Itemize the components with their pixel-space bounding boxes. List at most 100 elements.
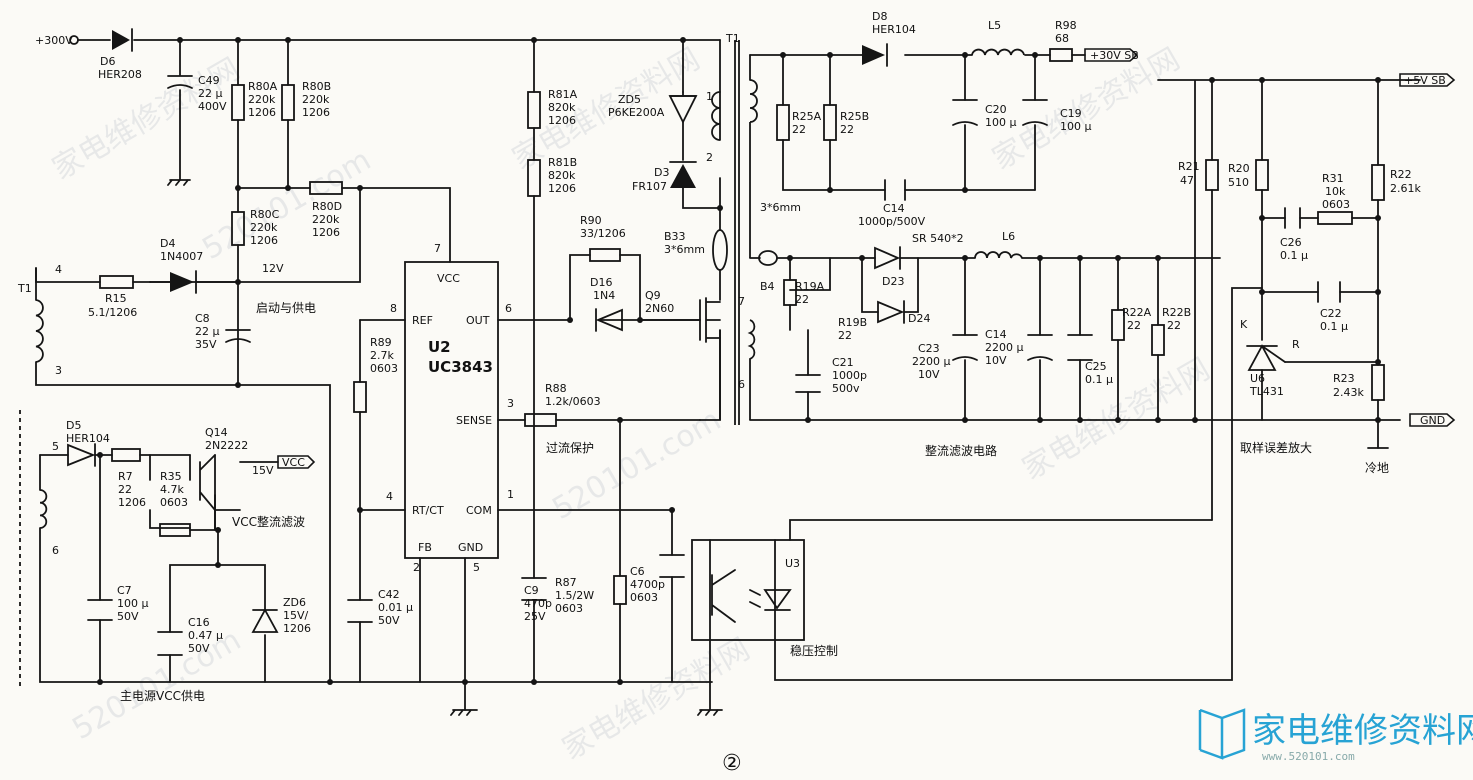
label-c20: C20 <box>985 103 1007 116</box>
label-c7-value: 100 μ <box>117 597 149 610</box>
logo-url: www.520101.com <box>1262 750 1355 763</box>
label-t1-pin2: 2 <box>706 151 713 164</box>
label-t1-pin1: 1 <box>706 90 713 103</box>
capacitor-symbols <box>87 99 1341 656</box>
label-r80c-package: 1206 <box>250 234 278 247</box>
label-c21-value: 1000p <box>832 369 867 382</box>
label-r81a-package: 1206 <box>548 114 576 127</box>
label-d3: D3 <box>654 166 669 179</box>
label-d8: D8 <box>872 10 887 23</box>
label-pin-k: K <box>1240 318 1248 331</box>
capacitor-c49-symbol <box>167 75 193 89</box>
label-r80c: R80C <box>250 208 280 221</box>
label-15v: 15V <box>252 464 274 477</box>
label-pin-r: R <box>1292 338 1300 351</box>
logo-text: 家电维修资料网 <box>1252 711 1473 751</box>
pin-number-3: 3 <box>507 397 514 410</box>
label-q14: Q14 <box>205 426 228 439</box>
label-zd6-value: 15V/ <box>283 609 309 622</box>
label-d5: D5 <box>66 419 81 432</box>
label-r20: R20 <box>1228 162 1250 175</box>
pin-number-6: 6 <box>505 302 512 315</box>
label-r88: R88 <box>545 382 567 395</box>
label-b4: B4 <box>760 280 775 293</box>
label-c16-voltage: 50V <box>188 642 210 655</box>
label-r22a-value: 22 <box>1127 319 1141 332</box>
label-c22-value: 0.1 μ <box>1320 320 1348 333</box>
section-cold-ground: 冷地 <box>1365 461 1389 475</box>
label-u6: U6 <box>1250 372 1265 385</box>
label-c9-value: 470p <box>524 597 552 610</box>
label-zd5: ZD5 <box>618 93 641 106</box>
label-r25a-value: 22 <box>792 123 806 136</box>
label-r19a-value: 22 <box>795 293 809 306</box>
label-r19a: R19A <box>795 280 825 293</box>
label-c42-value: 0.01 μ <box>378 601 413 614</box>
diode-d6-symbol <box>69 28 133 52</box>
transistor-q14-symbol <box>189 454 216 511</box>
label-d6-value: HER208 <box>98 68 142 81</box>
label-r19b: R19B <box>838 316 867 329</box>
label-r22b-value: 22 <box>1167 319 1181 332</box>
label-r25a: R25A <box>792 110 822 123</box>
label-t1-pin6: 6 <box>738 378 745 391</box>
label-zd5-value: P6KE200A <box>608 106 665 119</box>
section-startup: 启动与供电 <box>256 301 316 315</box>
label-c42: C42 <box>378 588 400 601</box>
label-t1-pin6: 6 <box>52 544 59 557</box>
label-d16: D16 <box>590 276 612 289</box>
pin-out: OUT <box>466 314 490 327</box>
label-t1-pin7: 7 <box>738 295 745 308</box>
pin-com: COM <box>466 504 492 517</box>
label-d3-value: FR107 <box>632 180 667 193</box>
label-r7: R7 <box>118 470 133 483</box>
section-regulation: 稳压控制 <box>790 643 838 658</box>
label-r22b: R22B <box>1162 306 1191 319</box>
label-r15-value: 5.1/1206 <box>88 306 137 319</box>
label-c16-value: 0.47 μ <box>188 629 223 642</box>
label-r89: R89 <box>370 336 392 349</box>
label-c8-voltage: 35V <box>195 338 217 351</box>
label-d23: D23 <box>882 275 904 288</box>
watermark-text: 520101.com <box>197 143 377 267</box>
section-main-vcc: 主电源VCC供电 <box>120 689 205 703</box>
label-c14-output: C14 <box>985 328 1007 341</box>
label-r31-value: 10k <box>1325 185 1346 198</box>
label-c49-voltage: 400V <box>198 100 227 113</box>
label-zd6: ZD6 <box>283 596 306 609</box>
label-r87-package: 0603 <box>555 602 583 615</box>
label-c9-voltage: 25V <box>524 610 546 623</box>
section-labels: 启动与供电 VCC整流滤波 主电源VCC供电 过流保护 整流滤波电路 取样误差放… <box>120 301 1389 703</box>
label-c21: C21 <box>832 356 854 369</box>
label-r22a: R22A <box>1122 306 1152 319</box>
label-r81b: R81B <box>548 156 577 169</box>
label-sr: SR 540*2 <box>912 232 964 245</box>
label-r80a-package: 1206 <box>248 106 276 119</box>
label-d16-value: 1N4 <box>593 289 615 302</box>
pin-sense: SENSE <box>456 414 492 427</box>
label-b33-value: 3*6mm <box>664 243 705 256</box>
pin-number-2: 2 <box>413 561 420 574</box>
label-r21-value: 47 <box>1180 174 1194 187</box>
label-t1-secondary: T1 <box>725 32 740 45</box>
label-r25b-value: 22 <box>840 123 854 136</box>
label-r15: R15 <box>105 292 127 305</box>
label-c49-value: 22 μ <box>198 87 223 100</box>
label-c23: C23 <box>918 342 940 355</box>
section-rectifier: 整流滤波电路 <box>925 443 997 458</box>
label-t1-pin5: 5 <box>52 440 59 453</box>
section-sampling: 取样误差放大 <box>1240 440 1312 455</box>
label-c7-voltage: 50V <box>117 610 139 623</box>
label-r7-package: 1206 <box>118 496 146 509</box>
net-label-30v-sb: +30V SB <box>1090 49 1139 62</box>
label-c14-output-value: 2200 μ <box>985 341 1024 354</box>
pin-number-5: 5 <box>473 561 480 574</box>
label-c6-value: 4700p <box>630 578 665 591</box>
label-r80d-package: 1206 <box>312 226 340 239</box>
inductor-symbols <box>19 40 1025 690</box>
label-r31: R31 <box>1322 172 1344 185</box>
label-r81a: R81A <box>548 88 578 101</box>
component-labels: D6 HER208 C49 22 μ 400V R80A 220k 1206 R… <box>17 10 1421 655</box>
wires <box>35 39 1421 711</box>
